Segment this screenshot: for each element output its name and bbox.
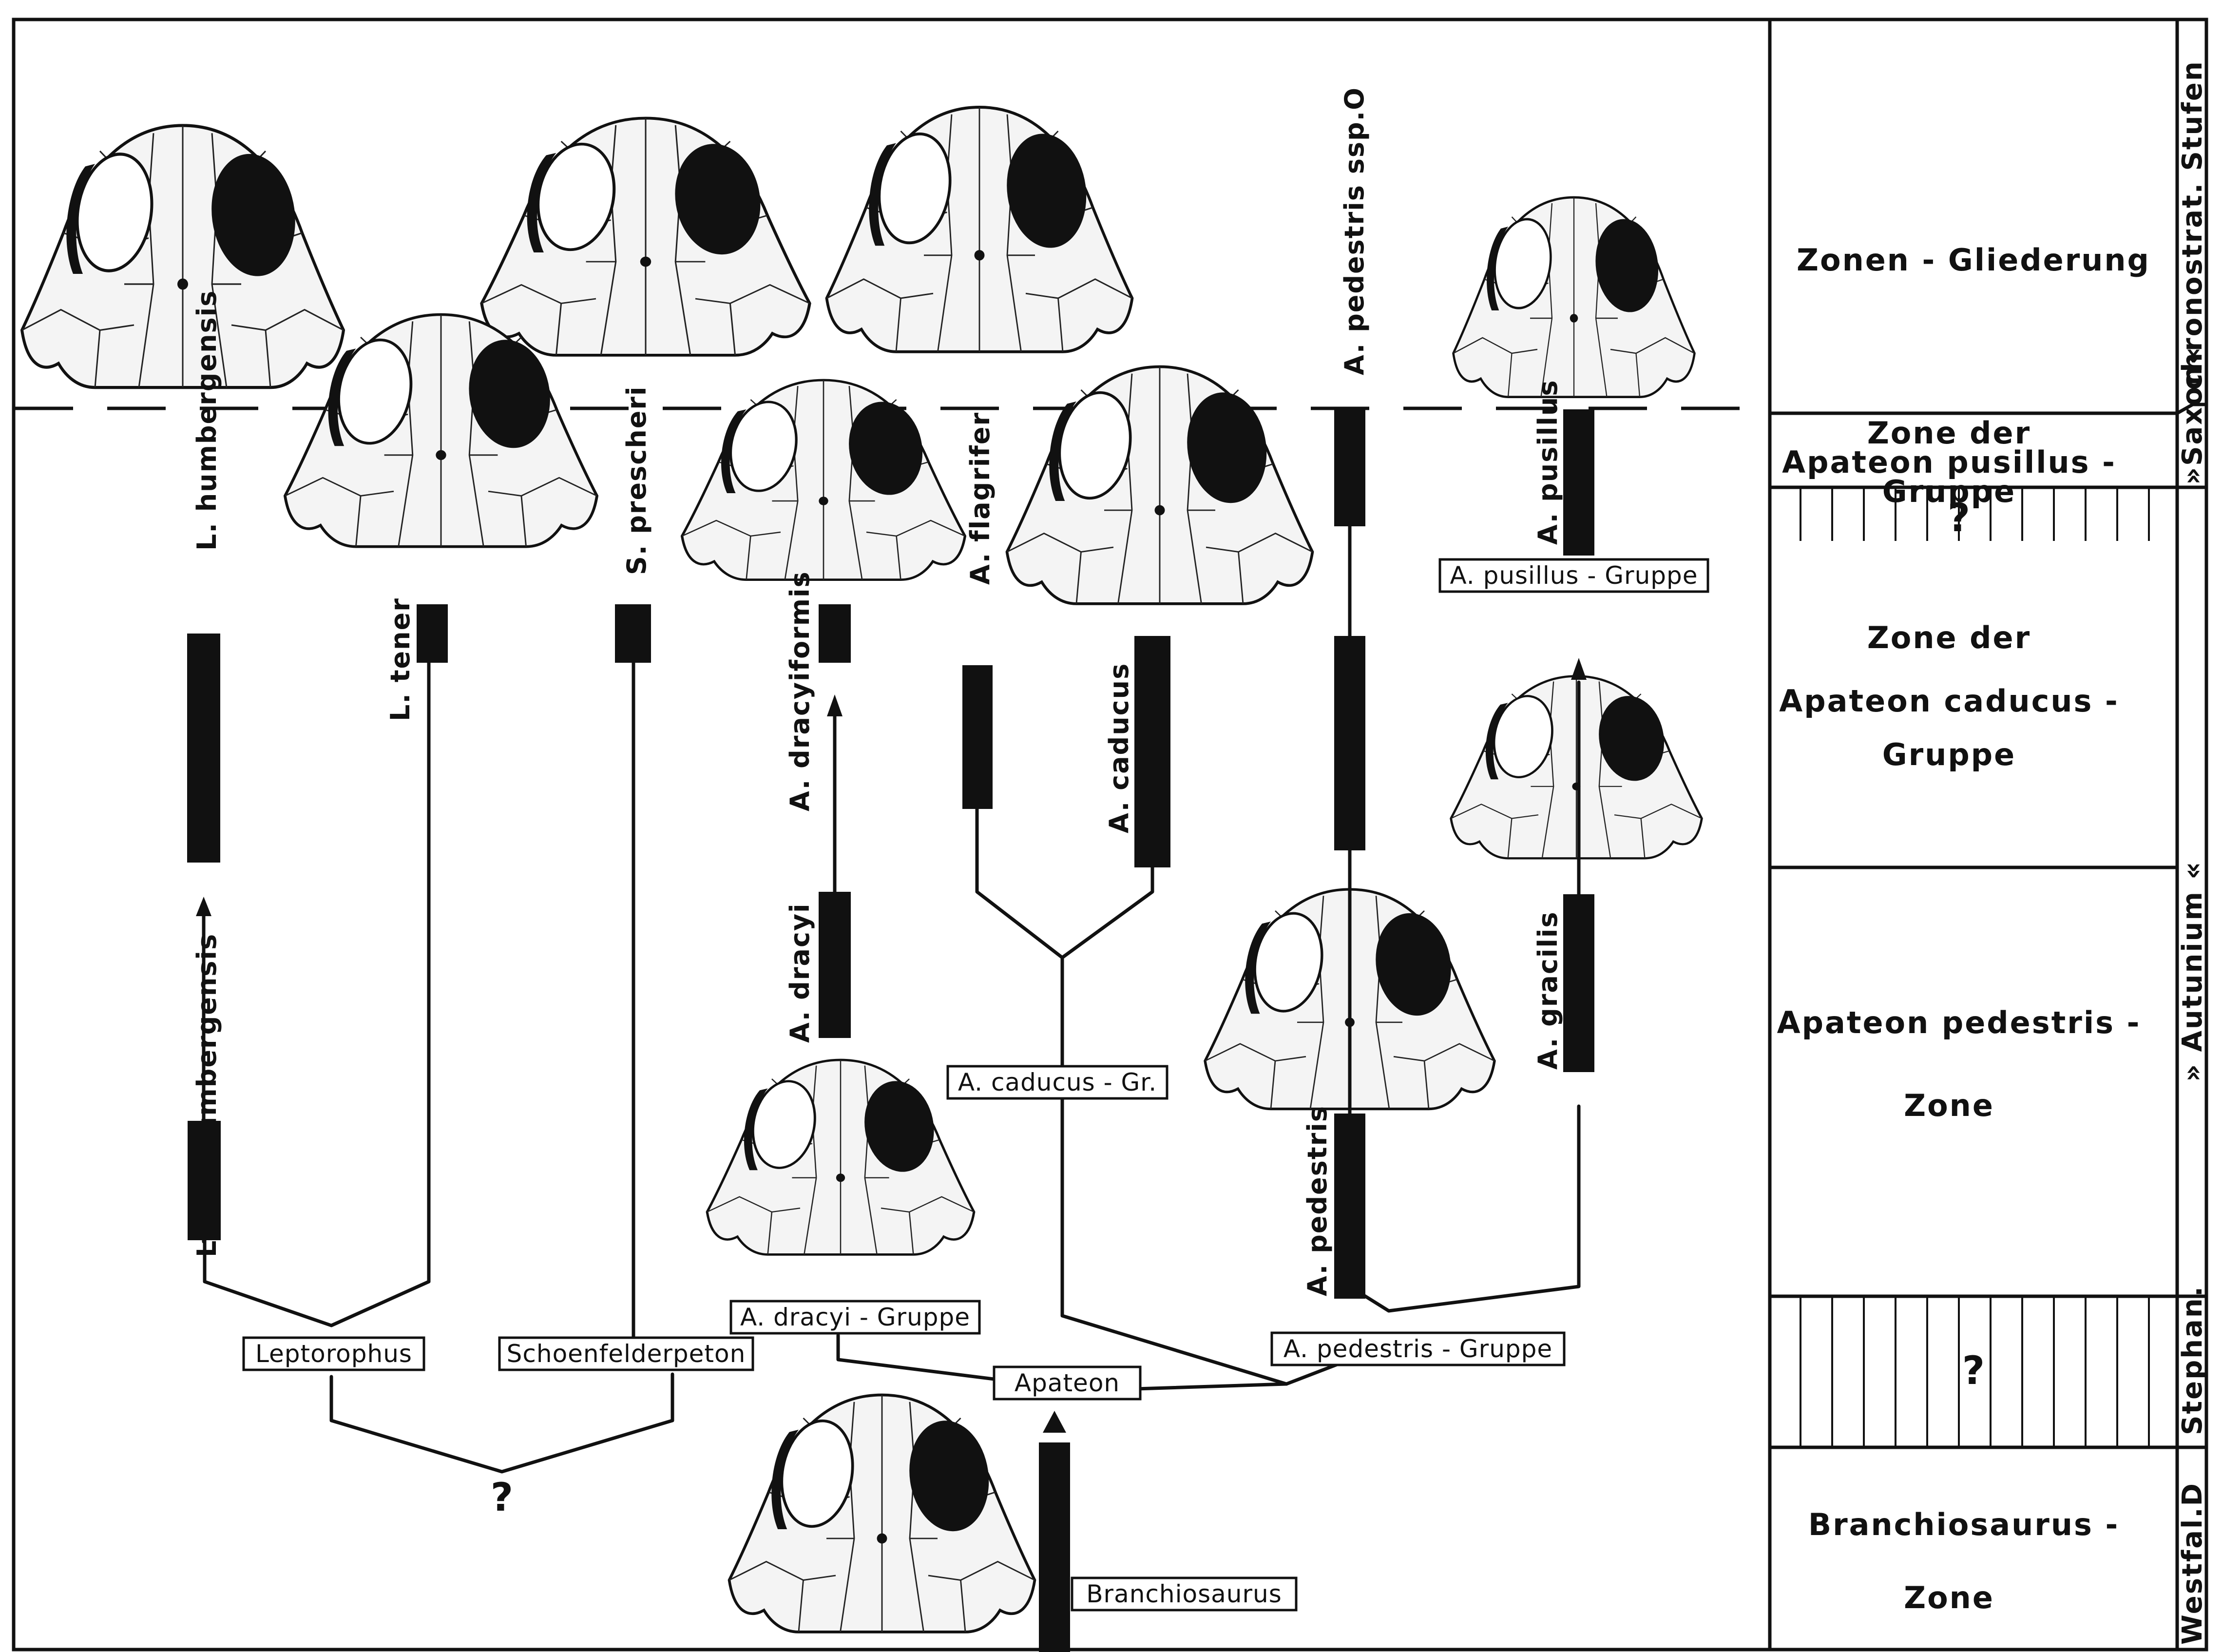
- skull-a-gracilis: [1451, 676, 1702, 859]
- group-a-dracyi-gruppe: A. dracyi - Gruppe: [740, 1303, 970, 1331]
- skull-branchiosaurus: [729, 1395, 1035, 1632]
- zone-caducus-line2: Apateon caducus -: [1779, 683, 2119, 719]
- label-a-pedestris: A. pedestris: [1302, 1105, 1333, 1296]
- group-schoenfelderpeton: Schoenfelderpeton: [507, 1340, 746, 1368]
- skull-a-caducus: [1007, 367, 1313, 604]
- skull-l-humbergensis: [22, 126, 344, 388]
- group-leptorophus: Leptorophus: [255, 1340, 412, 1368]
- zone-pedestris-line2: Zone: [1904, 1088, 1994, 1123]
- label-a-pedestris-ssp: A. pedestris ssp.O: [1339, 87, 1370, 375]
- skull-a-pusillus: [1454, 197, 1695, 397]
- label-s-prescheri: S. prescheri: [621, 386, 652, 575]
- label-a-pusillus: A. pusillus: [1532, 380, 1563, 545]
- group-branchiosaurus: Branchiosaurus: [1086, 1580, 1282, 1608]
- strat-header: chronostrat. Stufen: [2177, 60, 2208, 390]
- group-a-pedestris-gruppe: A. pedestris - Gruppe: [1283, 1335, 1552, 1363]
- label-a-caducus: A. caducus: [1104, 663, 1134, 833]
- zone-gap-lower: ?: [1962, 1348, 1985, 1393]
- zone-gap-upper: ?: [1948, 495, 1970, 540]
- skull-a-dracyiformis: [682, 380, 965, 580]
- skull-a-dracyi: [707, 1060, 974, 1254]
- zone-branchiosaurus-line2: Zone: [1904, 1580, 1994, 1615]
- label-l-aff-humbergensis: L. aff. humbergensis: [192, 933, 222, 1257]
- group-a-pusillus-gruppe: A. pusillus - Gruppe: [1450, 561, 1698, 590]
- label-a-flagrifer: A. flagrifer: [965, 412, 996, 585]
- strat-westfal: Westfal.D: [2177, 1482, 2208, 1645]
- group-apateon: Apateon: [1015, 1369, 1120, 1397]
- strat-autunium: » Autunium «: [2177, 861, 2208, 1082]
- strat-saxon: »Saxon«: [2177, 346, 2208, 485]
- group-a-caducus-gr: A. caducus - Gr.: [958, 1068, 1157, 1096]
- zone-caducus-line3: Gruppe: [1882, 737, 2016, 772]
- skull-s-prescheri: [481, 118, 809, 355]
- label-a-dracyi: A. dracyi: [785, 903, 815, 1043]
- zone-header: Zonen - Gliederung: [1797, 242, 2150, 278]
- strat-stephan: Stephan.: [2177, 1285, 2208, 1435]
- zone-caducus-line1: Zone der: [1867, 620, 2031, 655]
- skull-a-flagrifer: [827, 107, 1132, 352]
- label-a-dracyiformis: A. dracyiformis: [785, 571, 815, 811]
- zone-branchiosaurus-line1: Branchiosaurus -: [1808, 1507, 2119, 1542]
- label-l-humbergensis: L. humbergensis: [192, 290, 222, 551]
- zone-pedestris-line1: Apateon pedestris -: [1777, 1005, 2141, 1040]
- label-l-tener: L. tener: [385, 597, 416, 721]
- label-a-gracilis: A. gracilis: [1532, 911, 1563, 1070]
- strat-column: chronostrat. Stufen »Saxon« » Autunium «…: [2177, 60, 2208, 1645]
- root-question-mark: ?: [491, 1475, 513, 1520]
